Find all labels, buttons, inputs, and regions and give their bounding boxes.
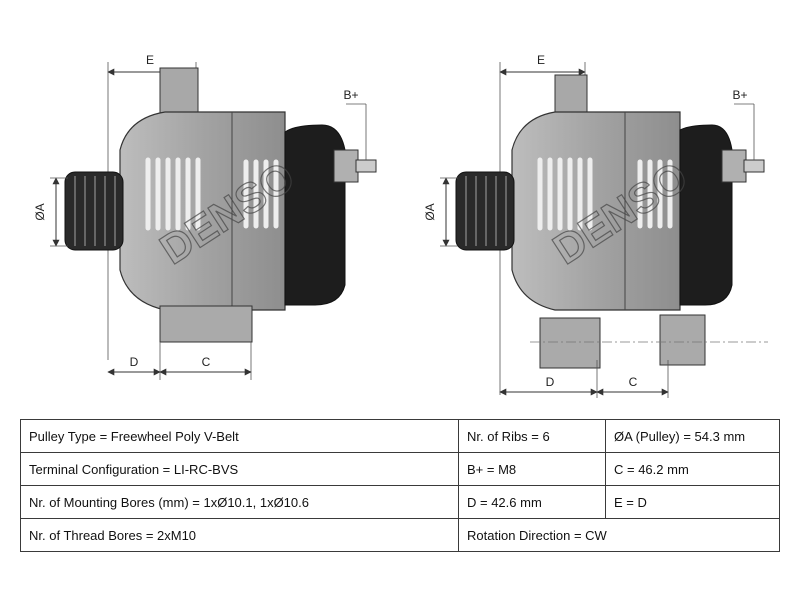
spec-terminal: Terminal Configuration = LI-RC-BVS [20,452,459,486]
spec-mounting-bores: Nr. of Mounting Bores (mm) = 1xØ10.1, 1x… [20,485,459,519]
label-e: E [537,53,545,67]
spec-pulley-diameter: ØA (Pulley) = 54.3 mm [605,419,780,453]
spec-b-plus: B+ = M8 [458,452,606,486]
label-c: C [629,375,638,389]
b-plus-terminal [333,103,377,183]
mounting-lug-rear [659,314,706,366]
table-row: Nr. of Mounting Bores (mm) = 1xØ10.1, 1x… [20,485,780,519]
table-row: Terminal Configuration = LI-RC-BVS B+ = … [20,452,780,486]
specification-table: Pulley Type = Freewheel Poly V-Belt Nr. … [20,419,780,552]
spec-rotation: Rotation Direction = CW [458,518,780,552]
pulley [64,171,124,251]
spec-thread-bores: Nr. of Thread Bores = 2xM10 [20,518,459,552]
label-b-plus: B+ [732,88,747,102]
label-a: ØA [423,203,437,220]
mounting-ear-bottom [159,305,253,343]
cooling-fins [145,157,279,231]
label-b-plus: B+ [343,88,358,102]
table-row: Nr. of Thread Bores = 2xM10 Rotation Dir… [20,518,780,552]
rear-cover [284,124,346,306]
alternator-view-right: E ØA B+ [423,53,768,398]
rear-cover [679,124,733,306]
spec-e: E = D [605,485,780,519]
cooling-fins [537,157,673,231]
table-row: Pulley Type = Freewheel Poly V-Belt Nr. … [20,419,780,453]
label-c: C [202,355,211,369]
mounting-ear-top [159,67,199,121]
spec-c: C = 46.2 mm [605,452,780,486]
mounting-lug-front [539,317,601,369]
spec-pulley-type: Pulley Type = Freewheel Poly V-Belt [20,419,459,453]
pulley [455,171,515,251]
label-e: E [146,53,154,67]
spec-d: D = 42.6 mm [458,485,606,519]
label-d: D [546,375,555,389]
spec-ribs: Nr. of Ribs = 6 [458,419,606,453]
alternator-view-left: E ØA [33,53,377,380]
label-d: D [130,355,139,369]
label-a: ØA [33,203,47,220]
b-plus-terminal [721,103,765,183]
